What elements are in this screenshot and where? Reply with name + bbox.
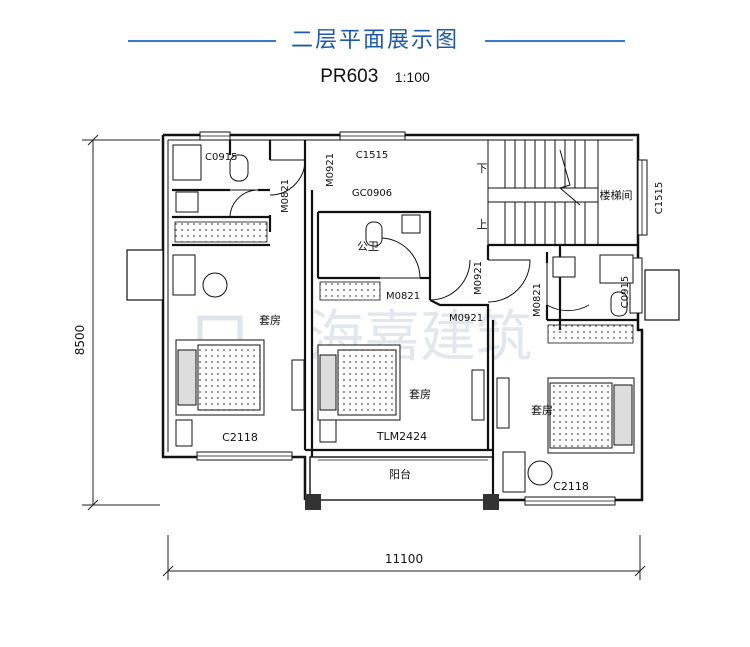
bath-fixtures xyxy=(172,144,634,317)
dimension-vertical xyxy=(82,134,160,511)
opening-label-m0921-a: M0921 xyxy=(325,153,336,187)
room-label-suite-center: 套房 xyxy=(409,388,431,401)
opening-label-m0921-c: M0921 xyxy=(449,313,483,324)
dimension-width-label: 11100 xyxy=(385,552,423,566)
balcony-column-left xyxy=(305,494,321,510)
opening-label-c0915: C0915 xyxy=(205,152,237,163)
bed-left xyxy=(175,339,265,416)
header-line-right xyxy=(485,40,625,42)
closets xyxy=(174,221,634,344)
room-label-balcony: 阳台 xyxy=(389,467,411,481)
opening-label-m0821-a: M0821 xyxy=(280,179,291,213)
room-label-stair: 楼梯间 xyxy=(600,188,633,202)
room-label-suite-left: 套房 xyxy=(259,314,281,327)
opening-label-m0821-c: M0821 xyxy=(532,283,543,317)
bed-center xyxy=(317,344,401,421)
opening-label-m0821-b: M0821 xyxy=(386,291,420,302)
opening-label-tlm2424: TLM2424 xyxy=(376,430,427,443)
room-label-suite-right: 套房 xyxy=(531,404,553,417)
opening-label-c2118-left: C2118 xyxy=(222,431,258,444)
bed-right xyxy=(547,377,635,454)
stairs xyxy=(487,139,599,246)
furniture-small xyxy=(172,254,553,493)
stair-label-up: 上 xyxy=(477,218,488,231)
plan-scale: 1:100 xyxy=(394,69,430,85)
ac-unit-right xyxy=(644,269,680,321)
dimension-horizontal xyxy=(162,535,646,580)
plan-subtitle: PR603 1:100 xyxy=(0,66,750,88)
opening-label-c1515-right: C1515 xyxy=(654,182,665,214)
opening-label-c1515-top: C1515 xyxy=(356,150,388,161)
opening-label-gc0906: GC0906 xyxy=(352,188,392,199)
opening-label-c2118-right: C2118 xyxy=(553,480,589,493)
door-swings xyxy=(229,159,590,312)
balcony-column-right xyxy=(483,494,499,510)
page-title: 二层平面展示图 xyxy=(290,28,459,53)
stair-label-down: 下 xyxy=(477,162,488,175)
header-line-left xyxy=(128,40,276,42)
opening-label-c0915-right: C0915 xyxy=(620,276,631,308)
opening-label-m0921-b: M0921 xyxy=(473,261,484,295)
room-label-public-bath: 公卫 xyxy=(357,240,379,253)
balcony xyxy=(309,456,494,501)
dimension-height-label: 8500 xyxy=(73,325,87,356)
ac-unit-left xyxy=(126,249,164,301)
plan-code: PR603 xyxy=(320,66,379,87)
tv-units xyxy=(291,359,510,429)
